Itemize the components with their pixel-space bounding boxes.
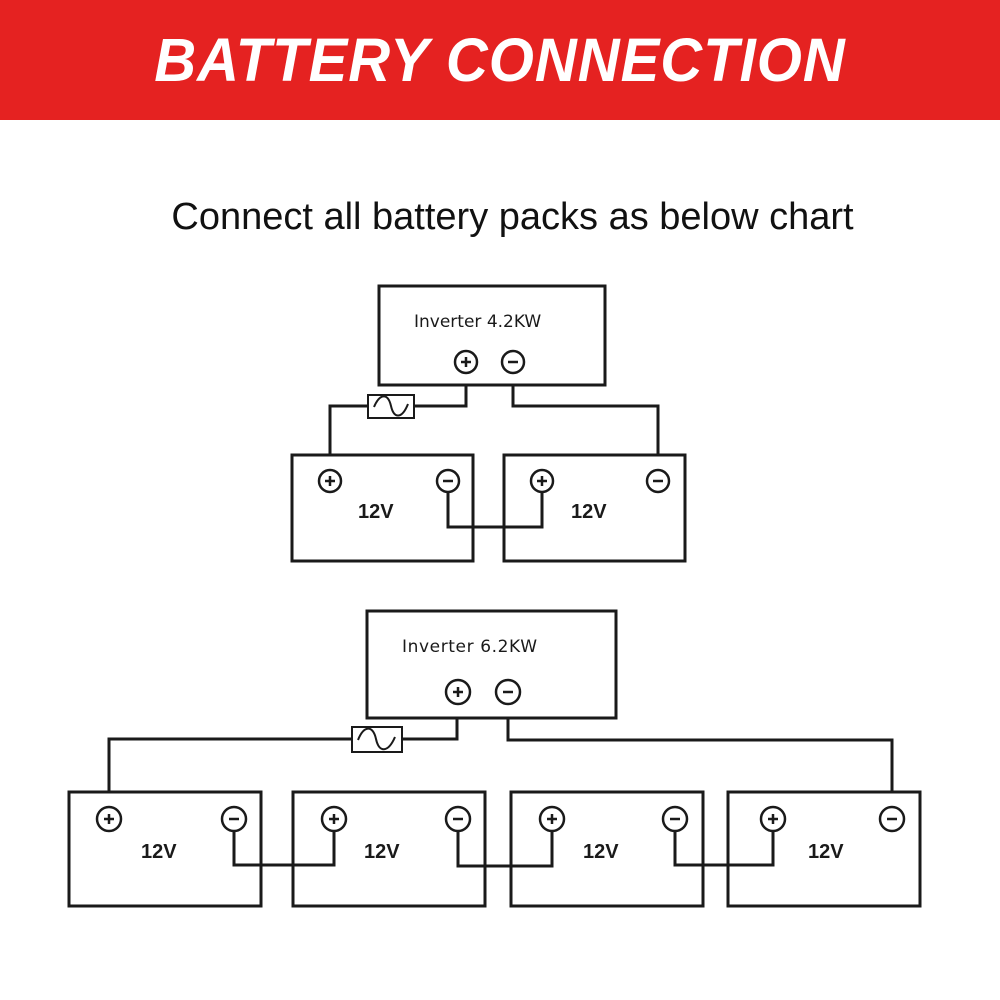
battery-2-positive-terminal-icon: [529, 468, 555, 494]
battery-3-label: 12V: [583, 841, 619, 863]
battery-3-negative-terminal-icon: [661, 805, 689, 833]
diagram-4-2kw: Inverter 4.2KW 12V 12V: [290, 284, 687, 563]
inverter-positive-terminal-icon: [444, 678, 472, 706]
diagram-6-2kw: Inverter 6.2KW 12V 12V 12V 12V: [67, 609, 922, 908]
inverter-positive-terminal-icon: [453, 349, 479, 375]
battery-1-positive-terminal-icon: [95, 805, 123, 833]
battery-1-negative-terminal-icon: [220, 805, 248, 833]
battery-1-positive-terminal-icon: [317, 468, 343, 494]
battery-4-negative-terminal-icon: [878, 805, 906, 833]
battery-3-positive-terminal-icon: [538, 805, 566, 833]
wire-series-link-3-4: [673, 831, 775, 867]
battery-2-negative-terminal-icon: [645, 468, 671, 494]
page-title: BATTERY CONNECTION: [154, 25, 846, 95]
wire-negative-to-battery2-negative: [511, 373, 660, 481]
battery-1-label: 12V: [358, 501, 394, 523]
battery-2-label: 12V: [571, 501, 607, 523]
inverter-label: Inverter 6.2KW: [402, 637, 538, 657]
battery-2-positive-terminal-icon: [320, 805, 348, 833]
wire-series-link-2-3: [456, 831, 554, 868]
inverter-box: [365, 609, 618, 720]
wire-series-link: [446, 492, 544, 529]
battery-1-label: 12V: [141, 841, 177, 863]
wire-negative-to-battery4-negative: [506, 703, 894, 819]
inverter-box: [377, 284, 607, 387]
inverter-negative-terminal-icon: [494, 678, 522, 706]
wire-series-link-1-2: [232, 831, 336, 867]
battery-4-positive-terminal-icon: [759, 805, 787, 833]
battery-2-label: 12V: [364, 841, 400, 863]
instruction-subtitle: Connect all battery packs as below chart: [171, 196, 854, 238]
battery-1-negative-terminal-icon: [435, 468, 461, 494]
inverter-label: Inverter 4.2KW: [414, 312, 541, 332]
inverter-negative-terminal-icon: [500, 349, 526, 375]
battery-2-negative-terminal-icon: [444, 805, 472, 833]
fuse-icon: [351, 726, 403, 753]
battery-4-label: 12V: [808, 841, 844, 863]
fuse-icon: [367, 394, 415, 419]
header-banner: BATTERY CONNECTION: [0, 0, 1000, 120]
